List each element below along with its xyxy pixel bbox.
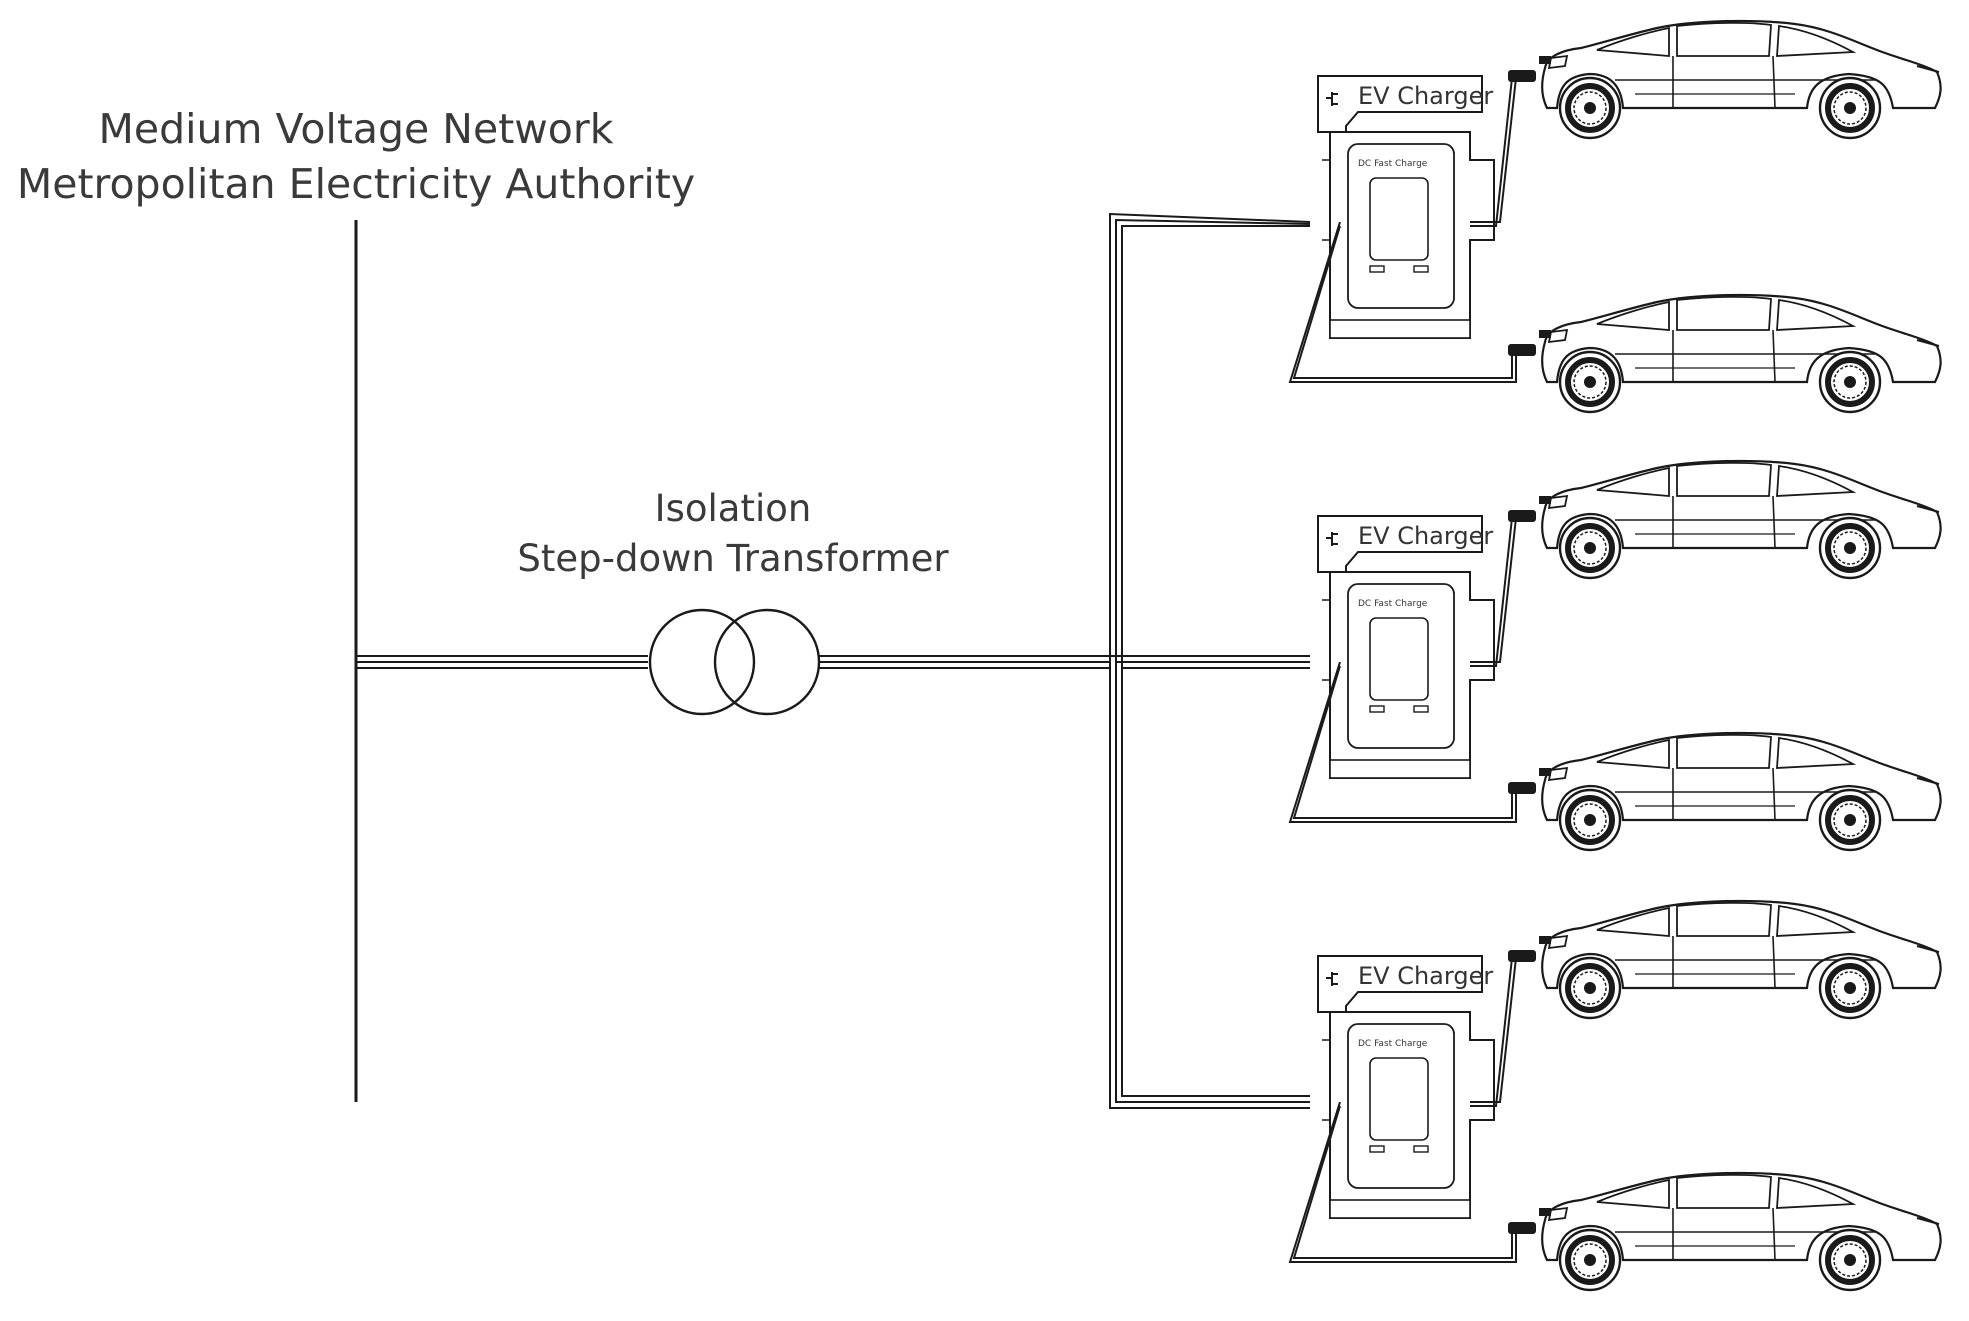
car-1 [1539, 21, 1941, 138]
charger-2-label: EV Charger [1358, 522, 1493, 550]
charger-2-panel: DC Fast Charge [1358, 599, 1428, 609]
charger-1-label: EV Charger [1358, 82, 1493, 110]
feeder-from-transformer [819, 655, 1110, 669]
charger-2: EV Charger DC Fast Charge [1317, 515, 1495, 779]
charger-3: EV Charger DC Fast Charge [1317, 955, 1495, 1219]
network-title: Medium Voltage Network [99, 105, 614, 153]
car-4 [1539, 733, 1941, 850]
transformer-subtitle: Step-down Transformer [517, 537, 949, 580]
distribution-trunk [1109, 212, 1311, 1109]
charger-1-panel: DC Fast Charge [1358, 159, 1428, 169]
charger-1: EV Charger DC Fast Charge [1317, 75, 1495, 339]
network-subtitle: Metropolitan Electricity Authority [17, 160, 695, 208]
charging-cables [1288, 77, 1517, 1263]
transformer-title: Isolation [655, 487, 812, 530]
plug-heads [1508, 70, 1536, 1234]
car-6 [1539, 1173, 1941, 1290]
car-5 [1539, 901, 1941, 1018]
transformer-symbol [648, 608, 821, 716]
feeder-to-transformer [356, 655, 648, 669]
car-3 [1539, 461, 1941, 578]
car-2 [1539, 295, 1941, 412]
charger-3-label: EV Charger [1358, 962, 1493, 990]
charger-3-panel: DC Fast Charge [1358, 1039, 1428, 1049]
